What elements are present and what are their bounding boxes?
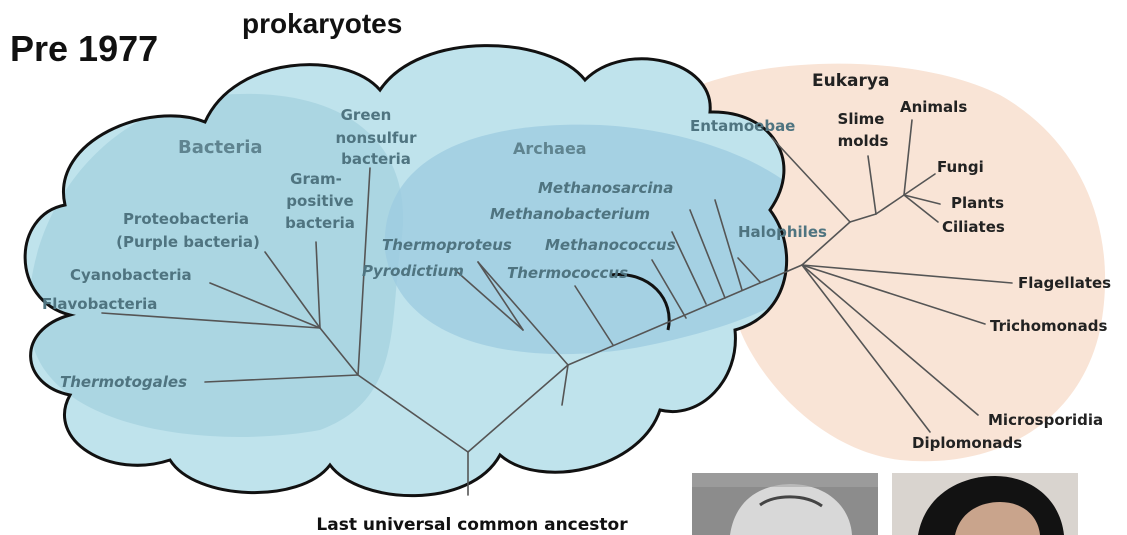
portrait-photo-right	[892, 473, 1078, 535]
fungi-label: Fungi	[937, 158, 984, 176]
svg-text:bacteria: bacteria	[341, 150, 411, 168]
methanococcus-label: Methanococcus	[545, 236, 676, 254]
root-label: Last universal common ancestor	[316, 515, 628, 535]
svg-text:Gram-: Gram-	[290, 170, 342, 188]
svg-text:Green: Green	[341, 106, 392, 124]
svg-text:bacteria: bacteria	[285, 214, 355, 232]
eukarya-group-label: Eukarya	[812, 71, 889, 91]
svg-text:positive: positive	[286, 192, 353, 210]
thermococcus-label: Thermococcus	[507, 264, 628, 282]
era-title: Pre 1977	[10, 28, 158, 70]
methanobacterium-label: Methanobacterium	[490, 205, 650, 223]
trichomonads-label: Trichomonads	[990, 317, 1107, 335]
pyrodictium-label: Pyrodictium	[362, 262, 464, 280]
methanosarcina-label: Methanosarcina	[538, 179, 673, 197]
microsporidia-label: Microsporidia	[988, 411, 1103, 429]
svg-text:nonsulfur: nonsulfur	[335, 129, 417, 147]
flavobacteria-label: Flavobacteria	[42, 295, 157, 313]
animals-label: Animals	[900, 98, 967, 116]
flagellates-label: Flagellates	[1018, 274, 1111, 292]
svg-text:Slime: Slime	[838, 110, 885, 128]
portrait-photo-left	[692, 473, 878, 535]
prokaryotes-caption: prokaryotes	[242, 8, 402, 40]
bacteria-group-label: Bacteria	[178, 137, 263, 158]
archaea-group-label: Archaea	[513, 139, 587, 158]
cyanobacteria-label: Cyanobacteria	[70, 266, 192, 284]
svg-text:(Purple bacteria): (Purple bacteria)	[116, 233, 260, 251]
thermoproteus-label: Thermoproteus	[382, 236, 512, 254]
thermotogales-label: Thermotogales	[60, 373, 187, 391]
diplomonads-label: Diplomonads	[912, 434, 1022, 452]
halophiles-label: Halophiles	[738, 223, 827, 241]
entamoebae-label: Entamoebae	[690, 117, 795, 135]
ciliates-label: Ciliates	[942, 218, 1005, 236]
svg-text:Proteobacteria: Proteobacteria	[123, 210, 249, 228]
plants-label: Plants	[951, 194, 1004, 212]
svg-text:molds: molds	[838, 132, 889, 150]
